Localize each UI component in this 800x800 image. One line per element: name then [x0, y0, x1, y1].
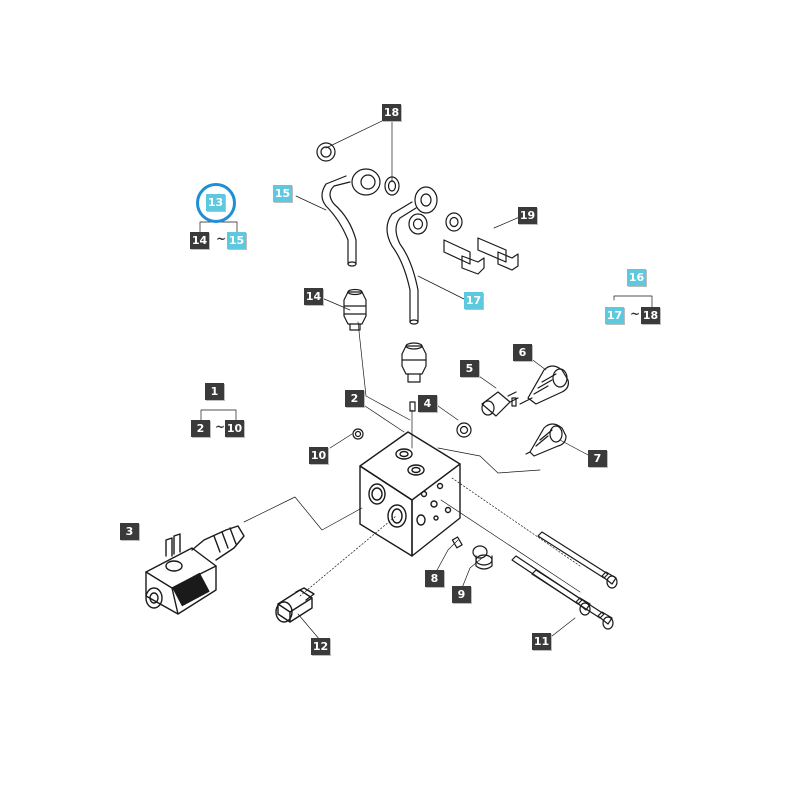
pin-2 — [409, 401, 416, 412]
callout-17[interactable]: 17 — [464, 292, 483, 309]
range-separator: ~ — [215, 420, 226, 434]
callout-14[interactable]: 14 — [304, 288, 323, 305]
callout-12[interactable]: 12 — [311, 638, 330, 655]
callout-15-range[interactable]: 15 — [227, 232, 246, 249]
callout-15[interactable]: 15 — [273, 185, 292, 202]
callout-2-range[interactable]: 2 — [191, 420, 210, 437]
callout-13-selected[interactable]: 13 — [206, 194, 225, 211]
plug-9 — [472, 545, 493, 570]
solenoid-3 — [145, 525, 245, 615]
valve-7 — [525, 423, 567, 457]
range-separator: ~ — [216, 232, 227, 246]
callout-14-range[interactable]: 14 — [190, 232, 209, 249]
callout-4[interactable]: 4 — [418, 395, 437, 412]
fitting-12 — [275, 587, 315, 623]
fitting-14 — [343, 288, 367, 331]
callout-10-range[interactable]: 10 — [225, 420, 244, 437]
banjo-bolt-19 — [443, 212, 519, 275]
callout-18[interactable]: 18 — [382, 104, 401, 121]
washer-4 — [456, 422, 472, 438]
valve-block-body — [359, 431, 461, 557]
bolts-11 — [511, 531, 618, 630]
oring-10 — [352, 428, 364, 440]
callout-10[interactable]: 10 — [309, 447, 328, 464]
pipe-15 — [321, 175, 349, 265]
range-separator: ~ — [630, 307, 641, 321]
callout-3[interactable]: 3 — [120, 523, 139, 540]
callout-19[interactable]: 19 — [518, 207, 537, 224]
fitting-14-center — [401, 342, 427, 383]
callout-11[interactable]: 11 — [532, 633, 551, 650]
callout-8[interactable]: 8 — [425, 570, 444, 587]
callout-1[interactable]: 1 — [205, 383, 224, 400]
callout-17-range[interactable]: 17 — [605, 307, 624, 324]
washer-18a — [316, 142, 336, 162]
callout-5[interactable]: 5 — [460, 360, 479, 377]
plug-8 — [451, 536, 463, 549]
washer-18b — [384, 176, 400, 196]
callout-2[interactable]: 2 — [345, 390, 364, 407]
leader-lines — [199, 119, 653, 641]
callout-6[interactable]: 6 — [513, 344, 532, 361]
callout-16[interactable]: 16 — [627, 269, 646, 286]
callout-7[interactable]: 7 — [588, 450, 607, 467]
valve-6 — [519, 365, 569, 405]
callout-18-range[interactable]: 18 — [641, 307, 660, 324]
pipe-17 — [386, 201, 413, 323]
selection-ring — [196, 183, 236, 223]
sensor-5 — [481, 391, 519, 417]
callout-9[interactable]: 9 — [452, 586, 471, 603]
